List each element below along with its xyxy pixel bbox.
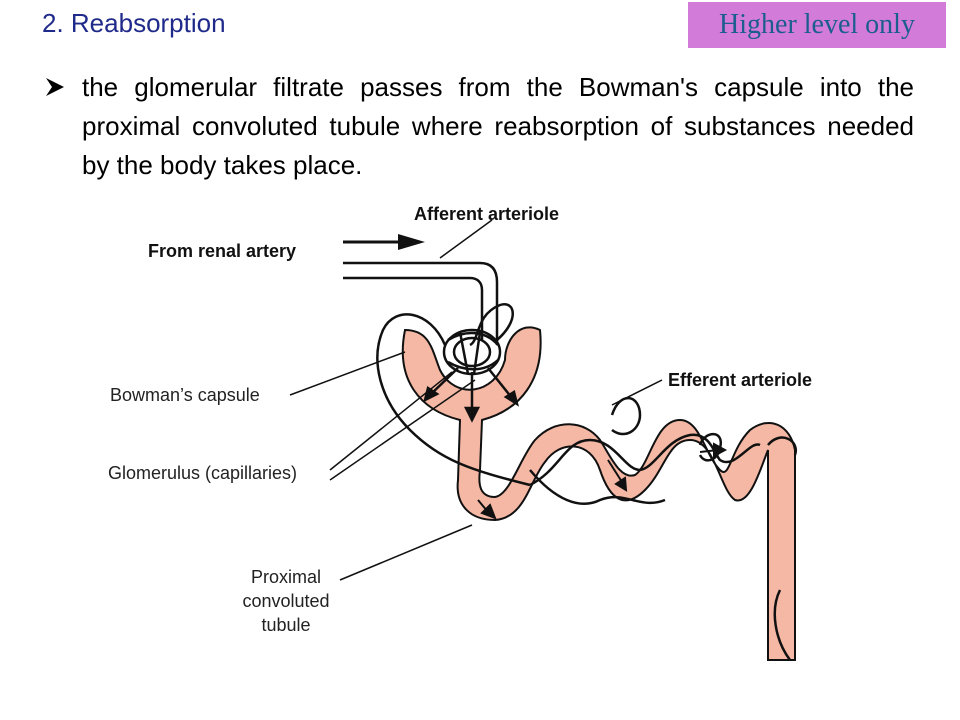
afferent-arteriole	[343, 261, 499, 345]
slide-title: 2. Reabsorption	[42, 8, 226, 38]
label-convoluted: convoluted	[242, 591, 329, 611]
label-glomerulus: Glomerulus (capillaries)	[108, 463, 297, 483]
bowmans-capsule-shape	[401, 326, 796, 661]
label-from-renal-artery: From renal artery	[148, 241, 296, 261]
label-afferent-arteriole: Afferent arteriole	[414, 204, 559, 224]
label-tubule: tubule	[261, 615, 310, 635]
filtration-arrows	[423, 367, 519, 423]
bullet-text: the glomerular filtrate passes from the …	[82, 72, 914, 180]
label-efferent-arteriole: Efferent arteriole	[668, 370, 812, 390]
bullet-point: the glomerular filtrate passes from the …	[44, 68, 914, 185]
higher-level-badge: Higher level only	[688, 2, 946, 48]
label-proximal: Proximal	[251, 567, 321, 587]
label-bowmans-capsule: Bowman’s capsule	[110, 385, 260, 405]
glomerulus	[442, 328, 502, 376]
bullet-arrow-icon	[46, 78, 64, 96]
tubule	[401, 326, 796, 661]
inflow-arrow	[343, 234, 425, 250]
leader-lines	[289, 219, 663, 581]
tubule-flow-arrows	[477, 442, 728, 520]
efferent-arteriole	[376, 302, 798, 661]
